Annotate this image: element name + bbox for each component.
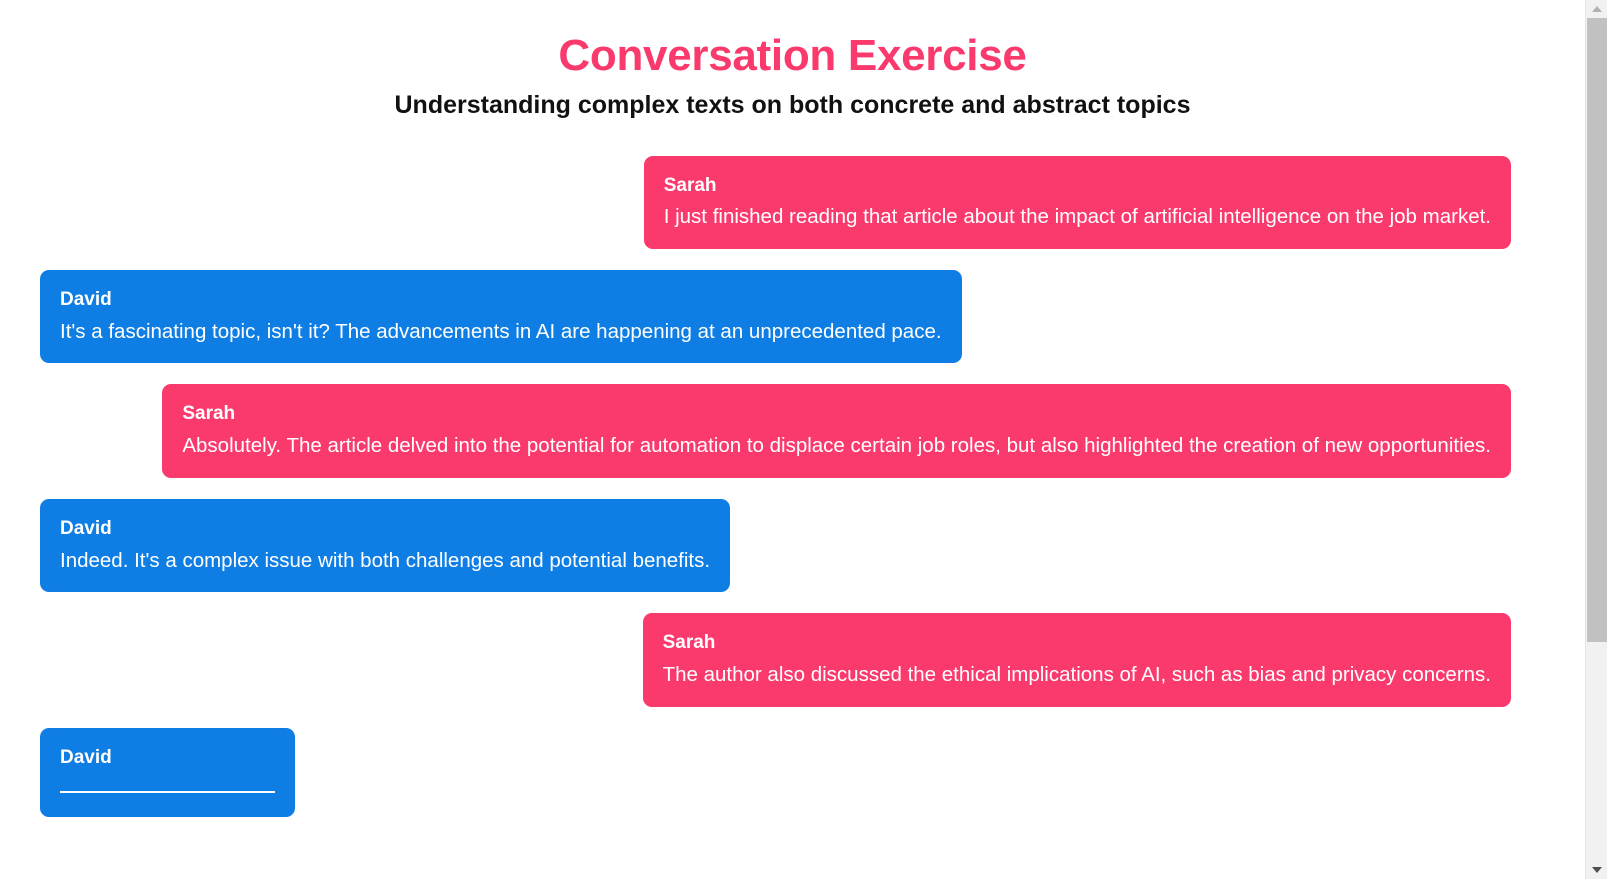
- message-row: Sarah I just finished reading that articl…: [40, 155, 1511, 250]
- message-bubble-david: David: [40, 727, 295, 818]
- conversation-list: Sarah I just finished reading that articl…: [0, 155, 1585, 818]
- message-text: The author also discussed the ethical im…: [662, 662, 1491, 686]
- scrollbar-thumb[interactable]: [1587, 17, 1607, 642]
- message-text: I just finished reading that article abo…: [663, 205, 1491, 229]
- page-title: Conversation Exercise: [558, 31, 1027, 80]
- message-speaker: Sarah: [663, 174, 717, 196]
- message-speaker: David: [60, 746, 112, 768]
- chevron-up-icon: [1591, 6, 1602, 12]
- scroll-down-button[interactable]: [1586, 861, 1607, 879]
- message-speaker: David: [60, 289, 112, 311]
- message-text: Indeed. It's a complex issue with both c…: [60, 548, 711, 572]
- fill-in-blank[interactable]: [60, 791, 275, 794]
- chevron-down-icon: [1591, 867, 1602, 873]
- scroll-up-button[interactable]: [1586, 0, 1607, 18]
- page-scrollbar[interactable]: [1585, 0, 1607, 879]
- message-speaker: David: [60, 517, 112, 539]
- message-row: David: [40, 727, 1511, 818]
- page-header: Conversation Exercise Understanding comp…: [0, 0, 1585, 120]
- page-subtitle: Understanding complex texts on both conc…: [394, 91, 1191, 120]
- message-speaker: Sarah: [182, 403, 236, 425]
- message-bubble-sarah: Sarah I just finished reading that articl…: [643, 155, 1511, 250]
- message-text: It's a fascinating topic, isn't it? The …: [60, 319, 942, 343]
- message-speaker: Sarah: [662, 632, 716, 654]
- message-text: Absolutely. The article delved into the …: [182, 434, 1491, 458]
